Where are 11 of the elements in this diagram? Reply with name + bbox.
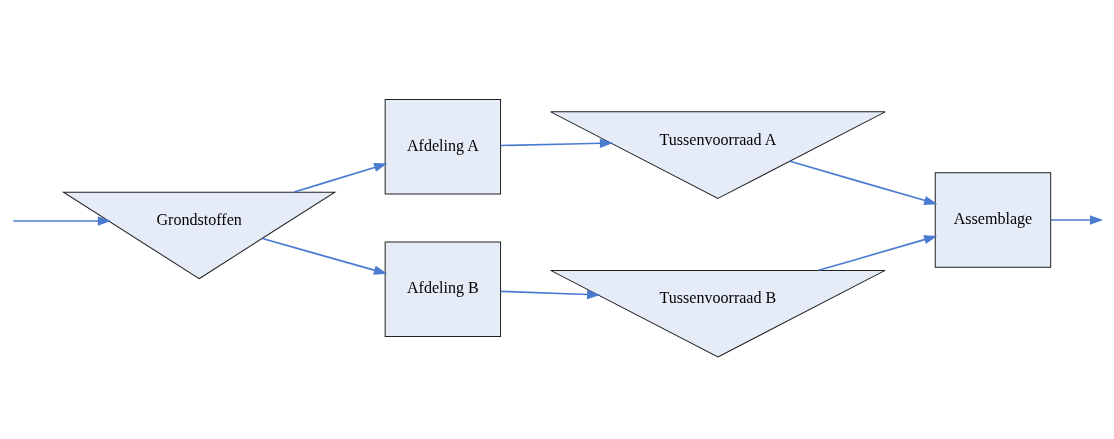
node-box: Assemblage <box>934 171 1052 268</box>
arrow <box>817 234 938 271</box>
node-box: Afdeling B <box>384 241 502 337</box>
arrow <box>261 237 388 275</box>
arrow <box>499 138 614 148</box>
arrow <box>499 289 601 299</box>
node-box: Afdeling A <box>384 98 502 194</box>
arrow <box>293 162 388 193</box>
arrow <box>1050 214 1104 225</box>
arrow <box>12 215 112 226</box>
arrow <box>789 160 938 205</box>
